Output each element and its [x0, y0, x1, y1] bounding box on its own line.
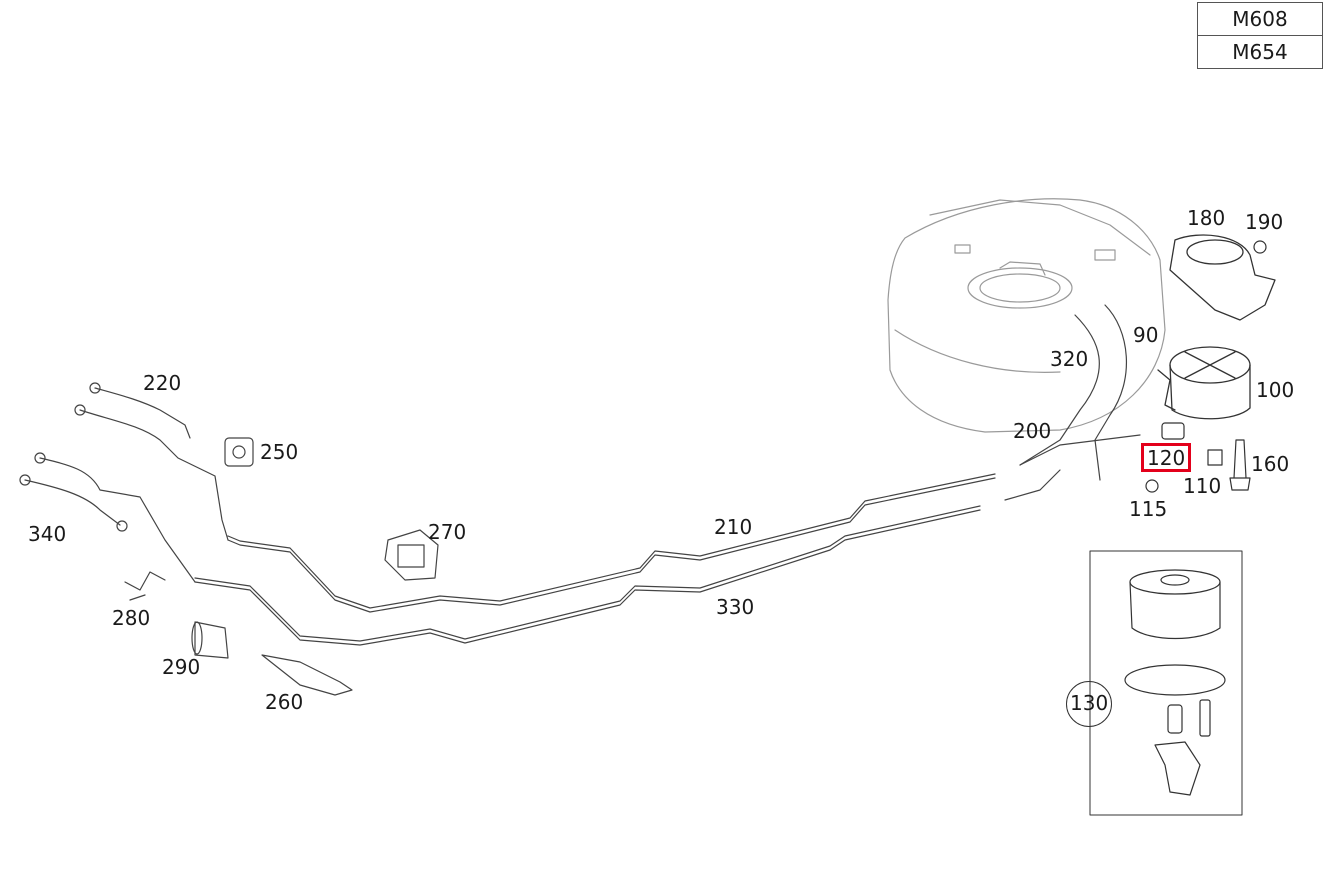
part-label-340[interactable]: 340 — [28, 522, 67, 546]
bracket-270 — [384, 529, 439, 581]
part-label-250[interactable]: 250 — [260, 440, 299, 464]
part-label-280[interactable]: 280 — [112, 606, 151, 630]
tank-lines — [1004, 304, 1141, 501]
hose-220 — [74, 382, 229, 541]
fuel-tank — [887, 198, 1166, 433]
highlight-box-120 — [1141, 443, 1191, 472]
clip-250 — [224, 437, 254, 467]
detail-box-130 — [1089, 550, 1243, 816]
part-label-270[interactable]: 270 — [428, 520, 467, 544]
fuel-line-210 — [227, 473, 996, 613]
part-label-210[interactable]: 210 — [714, 515, 753, 539]
bolt-160 — [1229, 439, 1251, 491]
part-label-290[interactable]: 290 — [162, 655, 201, 679]
engine-variant-table: M608 M654 — [1197, 2, 1323, 69]
spacer-120 — [1161, 422, 1185, 440]
bolt-110 — [1207, 449, 1223, 466]
fuel-filter-100 — [1157, 346, 1251, 420]
part-label-220[interactable]: 220 — [143, 371, 182, 395]
part-label-110[interactable]: 110 — [1183, 474, 1222, 498]
engine-code-m608[interactable]: M608 — [1197, 2, 1323, 36]
part-label-100[interactable]: 100 — [1256, 378, 1295, 402]
cover-180 — [1169, 234, 1276, 321]
part-label-90[interactable]: 90 — [1133, 323, 1159, 347]
part-label-160[interactable]: 160 — [1251, 452, 1290, 476]
part-label-130[interactable]: 130 — [1070, 691, 1109, 715]
cover-260 — [261, 654, 353, 696]
part-label-190[interactable]: 190 — [1245, 210, 1284, 234]
sleeve-290 — [191, 621, 229, 659]
part-label-120[interactable]: 120 — [1147, 446, 1186, 470]
clip-280 — [124, 571, 166, 601]
fuel-line-330 — [194, 505, 981, 646]
part-label-330[interactable]: 330 — [716, 595, 755, 619]
washer-115 — [1145, 479, 1159, 493]
part-label-260[interactable]: 260 — [265, 690, 304, 714]
part-label-115[interactable]: 115 — [1129, 497, 1168, 521]
hose-340 — [19, 452, 196, 583]
callout-circle-130 — [1066, 681, 1112, 727]
engine-code-m654[interactable]: M654 — [1197, 35, 1323, 69]
nut-190 — [1253, 240, 1267, 254]
filter-element-130 — [1124, 569, 1226, 796]
part-label-200[interactable]: 200 — [1013, 419, 1052, 443]
part-label-320[interactable]: 320 — [1050, 347, 1089, 371]
part-label-180[interactable]: 180 — [1187, 206, 1226, 230]
